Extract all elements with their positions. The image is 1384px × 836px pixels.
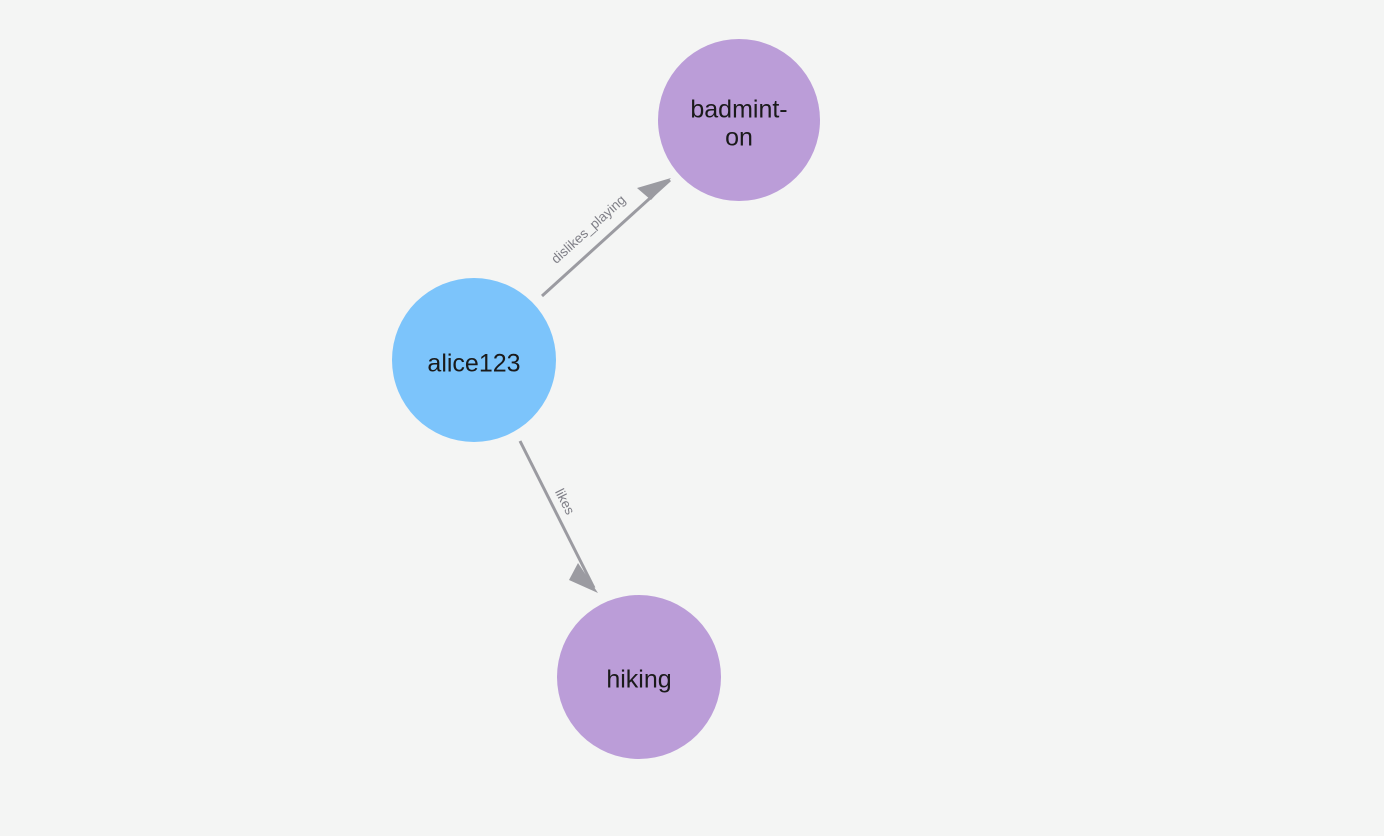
edge-alice123-hiking[interactable]: likes (518, 440, 598, 593)
edge-line-dislikes-playing[interactable] (540, 178, 672, 298)
node-circle-badminton[interactable] (658, 39, 820, 201)
node-alice123[interactable]: alice123 (392, 278, 556, 442)
edge-line-likes[interactable] (518, 440, 596, 589)
node-circle-hiking[interactable] (557, 595, 721, 759)
edge-alice123-badminton[interactable]: dislikes_playing (540, 178, 672, 298)
node-badminton[interactable]: badmint- on (658, 39, 820, 201)
node-circle-alice123[interactable] (392, 278, 556, 442)
arrowhead-likes (569, 563, 598, 593)
arrowhead-dislikes-playing (637, 178, 671, 200)
node-layer: badmint- on alice123 hiking (392, 39, 820, 759)
node-hiking[interactable]: hiking (557, 595, 721, 759)
